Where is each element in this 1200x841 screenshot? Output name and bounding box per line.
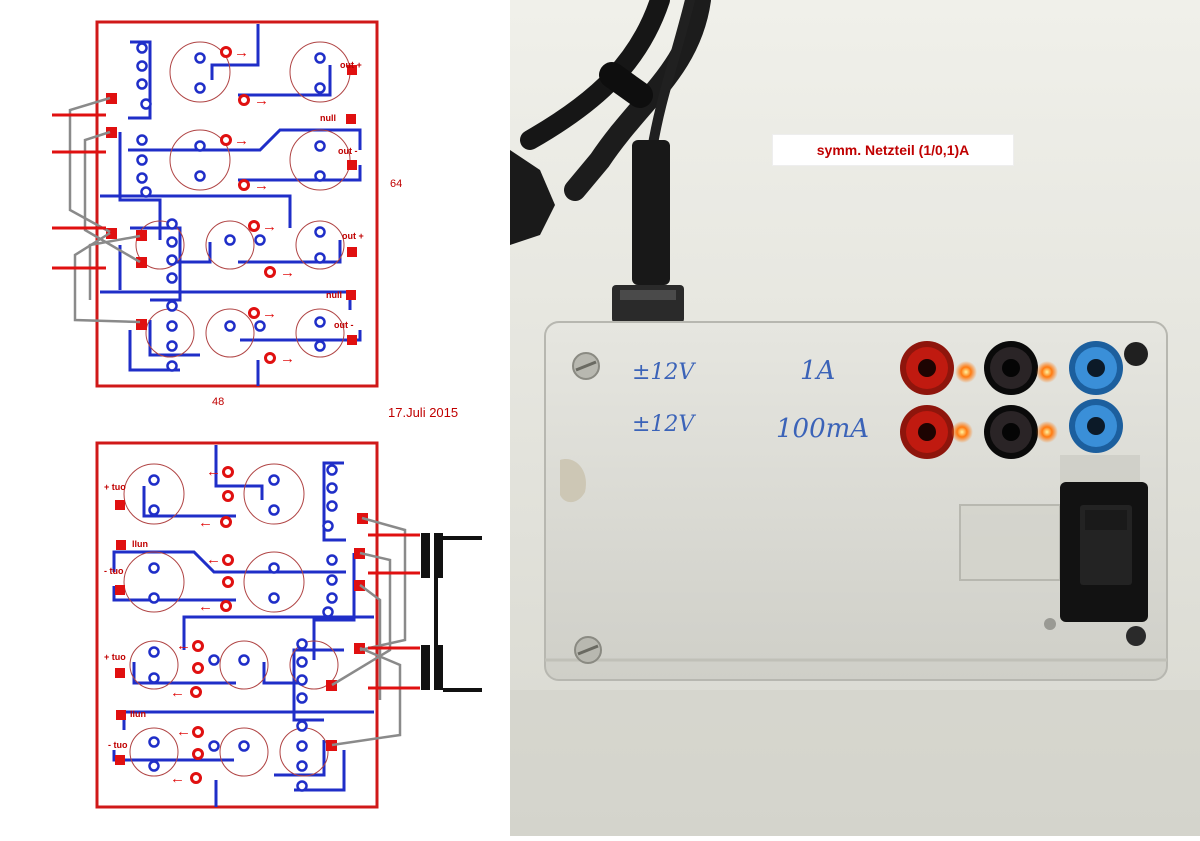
arrow-icon: → [234, 132, 249, 149]
pad-label: + tuo [104, 652, 126, 662]
plug [510, 150, 555, 245]
dimension-width-label: 48 [212, 396, 225, 408]
jack-blue-100ma[interactable] [1069, 399, 1123, 453]
jack-blue-1a[interactable] [1069, 341, 1123, 395]
pcb-top-wires [68, 96, 141, 324]
pcb-bottom-capacitors [123, 463, 339, 777]
pcb-layout-bottom: ← ← ← ← ← ← ← ← [95, 441, 482, 809]
jack-black-1a[interactable] [984, 341, 1038, 395]
pad-label: + tuo [104, 482, 126, 492]
jack-red-1a[interactable] [900, 341, 954, 395]
power-switch[interactable] [1060, 482, 1148, 622]
pad-label: - tuo [108, 740, 128, 750]
output-jacks [900, 341, 1123, 459]
arrow-icon: ← [176, 723, 191, 740]
pad-label: null [326, 290, 342, 300]
arrow-icon: → [262, 218, 277, 235]
pcb-top-input-leads [52, 113, 106, 270]
pad-label: - tuo [104, 566, 124, 576]
arrow-icon: → [280, 350, 295, 367]
pad-label: llun [132, 539, 148, 549]
arrow-icon: ← [170, 684, 185, 701]
led-icon [1036, 421, 1058, 443]
current-label-row1: 1A [800, 356, 836, 386]
jack-black-100ma[interactable] [984, 405, 1038, 459]
pcb-bottom-red-pads [190, 466, 234, 784]
pcb-bottom-arrows: ← ← ← ← ← ← ← ← [170, 463, 221, 787]
indicator-leds [951, 361, 1058, 443]
pad-label: null [320, 113, 336, 123]
led-icon [955, 361, 977, 383]
pcb-top-border [95, 20, 379, 388]
arrow-icon: ← [198, 598, 213, 615]
photo-caption: symm. Netzteil (1/0,1)A [772, 134, 1014, 166]
mount-hole [1126, 626, 1146, 646]
dimension-height-label: 64 [390, 178, 403, 190]
pcb-layout-top: → → → → → → → → [52, 20, 379, 388]
voltage-label-row1: ±12V [632, 360, 695, 385]
enclosure [544, 321, 1168, 681]
pcb-top-square-pads [106, 65, 357, 345]
jack-red-100ma[interactable] [900, 405, 954, 459]
led-icon [951, 421, 973, 443]
arrow-icon: ← [206, 551, 221, 568]
current-label-row2: 100mA [776, 414, 870, 444]
pad-label: out + [342, 231, 364, 241]
pcb-top-red-pads [220, 46, 276, 364]
pcb-bottom-wires [331, 516, 407, 747]
pcb-bottom-blue-pads [148, 464, 338, 792]
led-icon [1036, 361, 1058, 383]
pad-label: out + [340, 60, 362, 70]
pad-label: out - [334, 320, 354, 330]
pad-label: out - [338, 146, 358, 156]
arrow-icon: ← [206, 463, 221, 480]
date-label: 17.Juli 2015 [388, 405, 459, 420]
pcb-top-arrows: → → → → → → → → [234, 44, 295, 367]
arrow-icon: → [280, 264, 295, 281]
arrow-icon: ← [170, 770, 185, 787]
arrow-icon: → [262, 305, 277, 322]
pcb-top-blue-pads [136, 42, 326, 372]
pcb-top-traces [100, 24, 362, 386]
mount-hole [1124, 342, 1148, 366]
pcb-bottom-input-leads [368, 533, 420, 690]
transformer-symbol [421, 533, 482, 692]
device-photo [510, 0, 1200, 836]
arrow-icon: → [254, 92, 269, 109]
pcb-bottom-border [95, 441, 379, 809]
arrow-icon: → [254, 177, 269, 194]
cable-strain-relief [632, 140, 670, 285]
arrow-icon: ← [198, 514, 213, 531]
pad-label: llun [130, 709, 146, 719]
voltage-label-row2: ±12V [632, 412, 695, 437]
arrow-icon: → [234, 44, 249, 61]
arrow-icon: ← [176, 637, 191, 654]
